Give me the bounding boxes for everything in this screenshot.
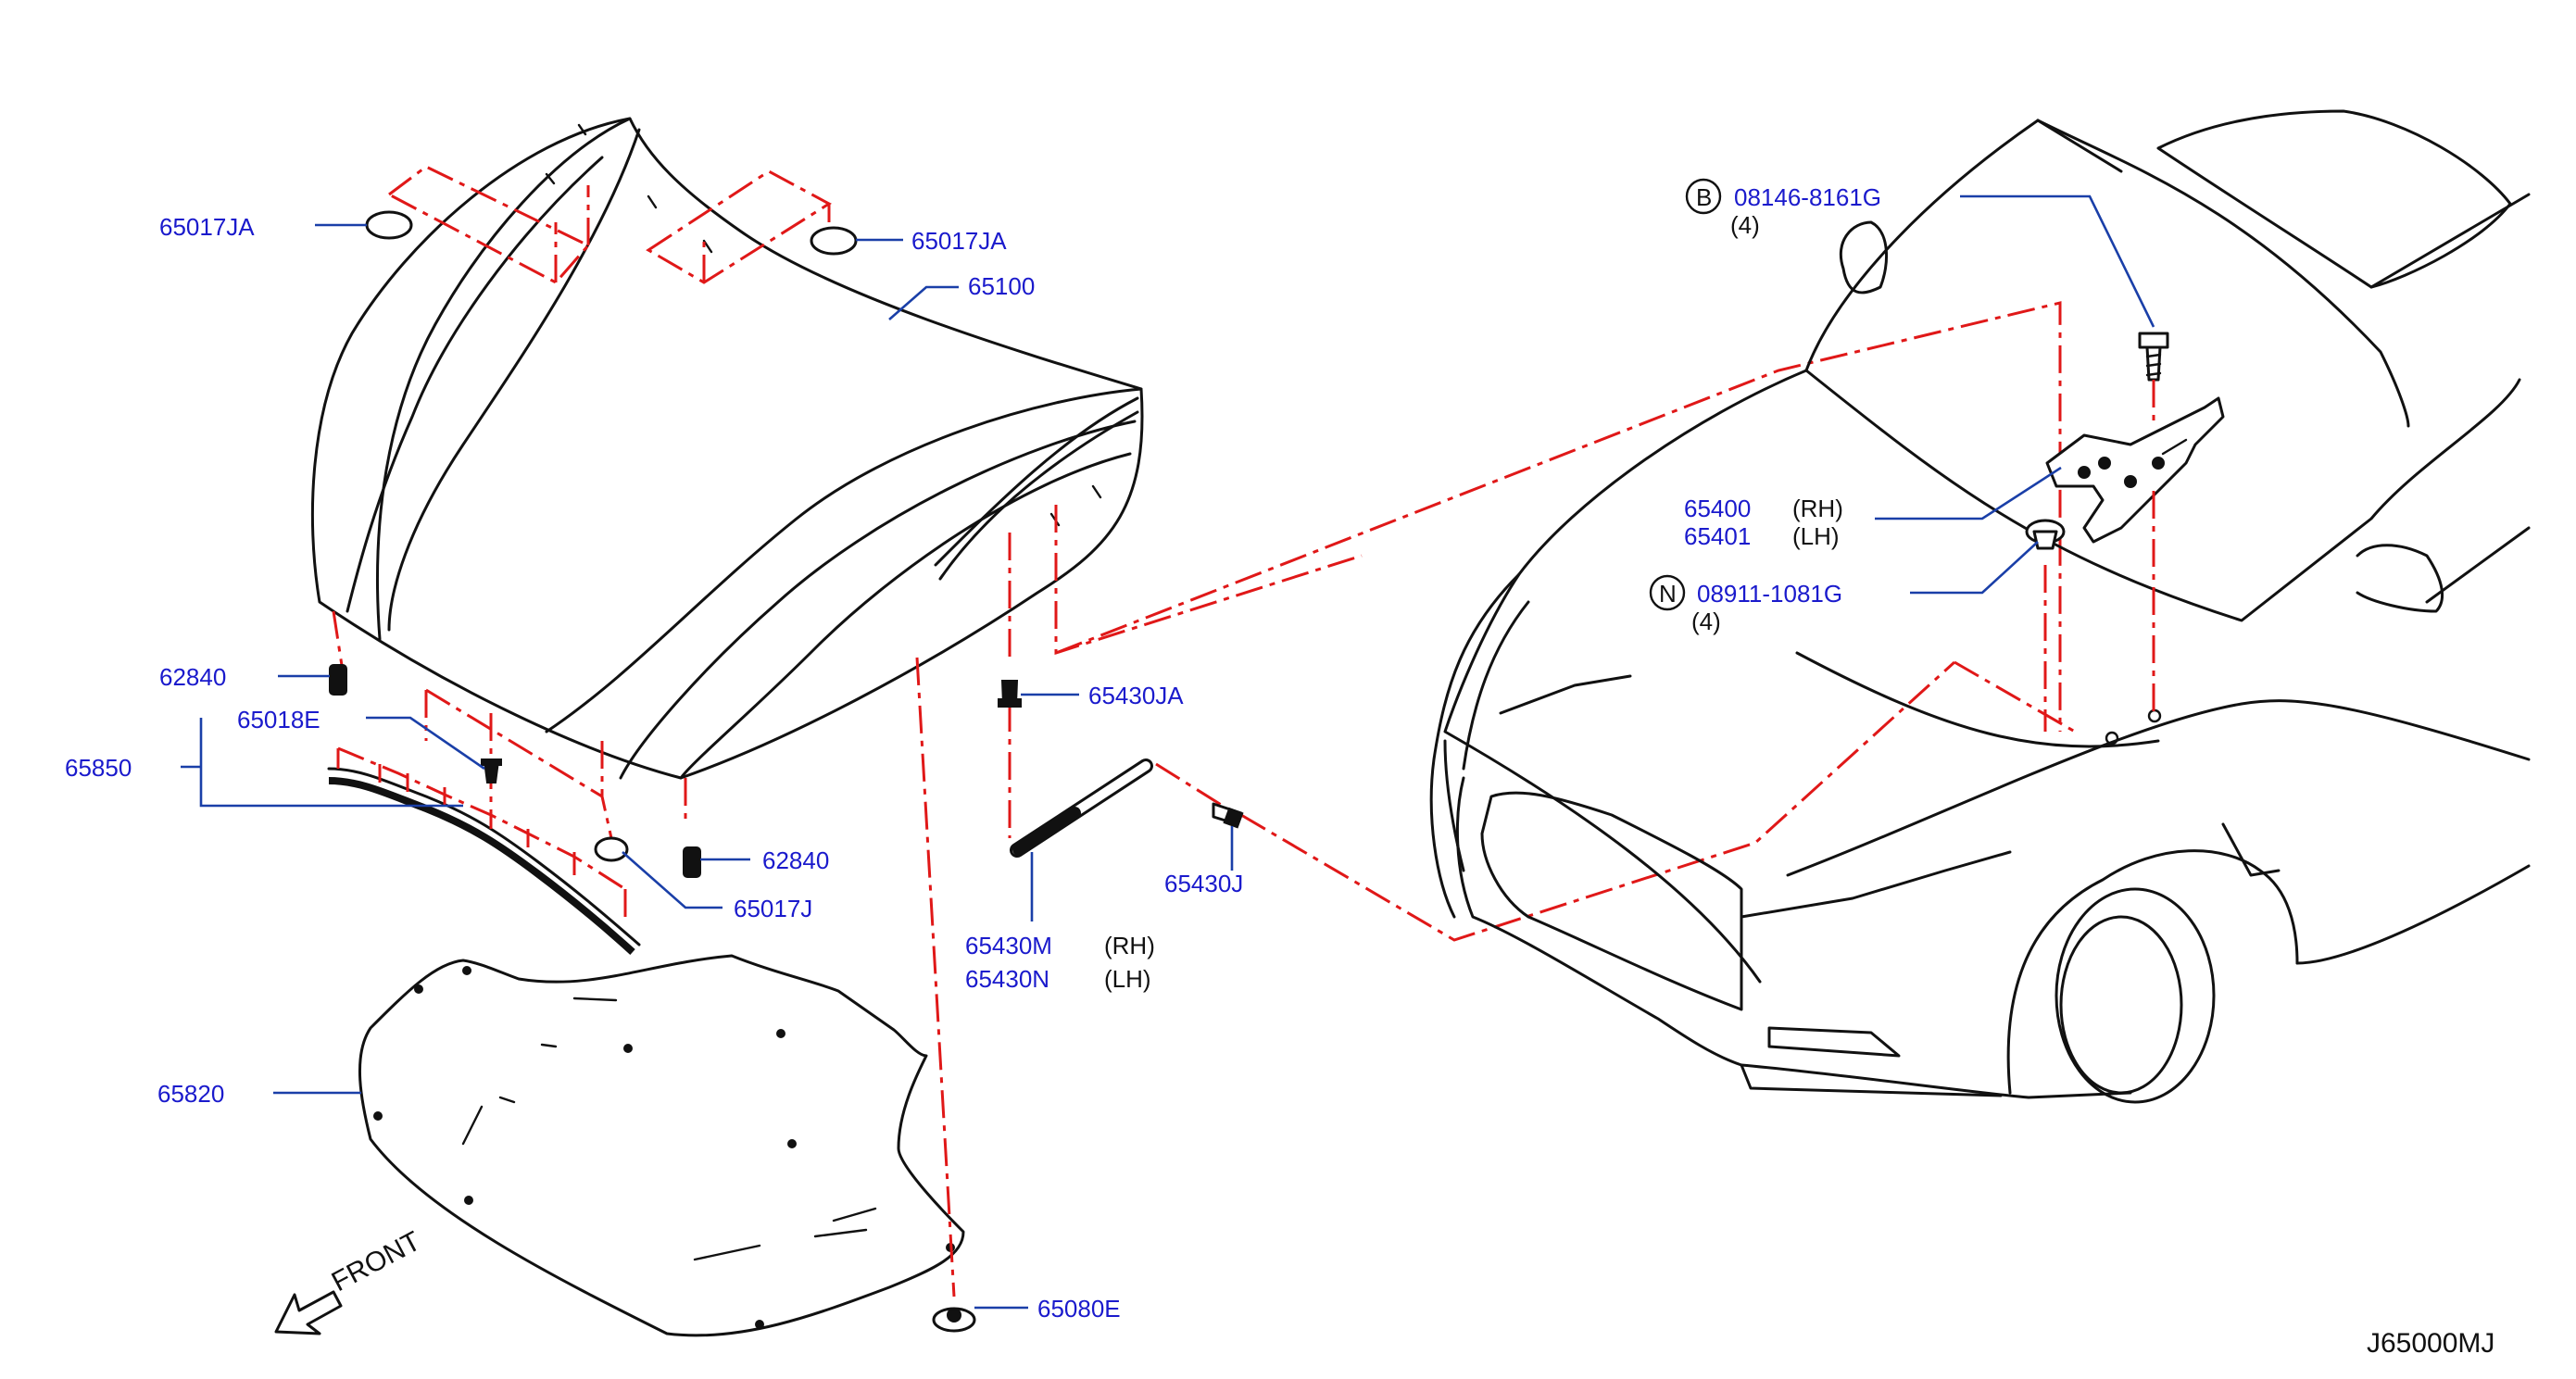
- prefix-08146: B: [1696, 183, 1712, 211]
- qualifier-65400: (RH): [1792, 495, 1843, 522]
- label-62840-bottom: 62840: [762, 846, 829, 874]
- bumper-62840-bottom: [683, 846, 701, 878]
- label-62840-top: 62840: [159, 663, 226, 691]
- diagram-code: J65000MJ: [2367, 1328, 2494, 1359]
- label-65018e: 65018E: [237, 706, 320, 733]
- bolt-08146: [2138, 332, 2169, 382]
- callout-labels: 65017JA 65017JA 65100 62840 65018E 65850…: [65, 178, 1881, 1323]
- qualifier-65401: (LH): [1792, 522, 1840, 550]
- label-65430m: 65430M: [965, 932, 1052, 959]
- hood-insulator: [358, 954, 965, 1337]
- label-65017ja-right: 65017JA: [911, 227, 1007, 255]
- n-circle-icon: [1649, 574, 1686, 611]
- clip-65080e: [932, 1307, 976, 1333]
- label-65017j: 65017J: [734, 895, 812, 922]
- leader-lines: [181, 194, 2155, 1310]
- hood-panel: [310, 117, 1144, 780]
- hood-stay: [1008, 660, 1956, 942]
- hood-seal: [327, 746, 641, 955]
- label-65400: 65400: [1684, 495, 1751, 522]
- label-65850: 65850: [65, 754, 132, 782]
- label-65017ja-left: 65017JA: [159, 213, 255, 241]
- front-label: FRONT: [327, 1226, 426, 1298]
- hood-rubber-65017ja-left: [365, 210, 413, 240]
- label-65100: 65100: [968, 272, 1035, 300]
- bumper-62840-top: [329, 664, 347, 696]
- ball-stud-65430ja: [998, 680, 1022, 708]
- front-arrow-icon: FRONT: [274, 1226, 426, 1335]
- label-65430j: 65430J: [1164, 870, 1243, 897]
- qualifier-65430n: (LH): [1104, 965, 1151, 993]
- phantom-stay-upper: [1954, 660, 2076, 733]
- nut-08911: [2025, 519, 2066, 550]
- b-circle-icon: [1685, 178, 1722, 215]
- label-65401: 65401: [1684, 522, 1751, 550]
- label-08911: 08911-1081G: [1697, 580, 1842, 608]
- qty-08911: (4): [1691, 608, 1721, 635]
- label-65820: 65820: [157, 1080, 224, 1108]
- clip-65018e: [481, 758, 502, 784]
- hood-lower-phantoms: [332, 301, 2062, 839]
- qty-08146: (4): [1730, 211, 1760, 239]
- rubber-65017j: [594, 836, 629, 862]
- vehicle-body: [1429, 109, 2531, 1104]
- label-65430ja: 65430JA: [1088, 682, 1184, 709]
- phantom-65080e: [915, 657, 956, 1298]
- label-08146: 08146-8161G: [1734, 183, 1881, 211]
- ball-stud-65430j: [1212, 802, 1244, 829]
- label-65080e: 65080E: [1037, 1295, 1121, 1323]
- hood-hinge: [2045, 396, 2225, 544]
- hood-top-phantoms: [388, 165, 832, 284]
- label-65430n: 65430N: [965, 965, 1049, 993]
- hood-rubber-65017ja-right: [810, 226, 858, 256]
- prefix-08911: N: [1659, 580, 1677, 608]
- qualifier-65430m: (RH): [1104, 932, 1155, 959]
